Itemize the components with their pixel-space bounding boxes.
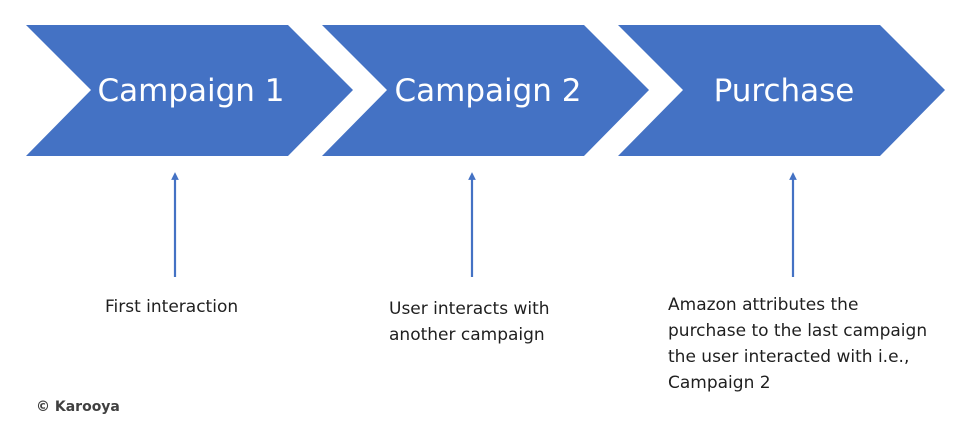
chevron-step-campaign-1: Campaign 1 [26,25,353,156]
chevron-step-campaign-2: Campaign 2 [322,25,649,156]
caption-line: the user interacted with i.e., [668,347,910,367]
chevron-step-purchase: Purchase [618,25,945,156]
step-label-purchase: Purchase [714,73,855,109]
caption-line: First interaction [105,297,239,317]
step-label-campaign-2: Campaign 2 [394,73,581,109]
copyright-notice: © Karooya [36,399,120,415]
caption-first-interaction: First interaction [105,294,238,320]
step-label-campaign-1: Campaign 1 [97,73,284,109]
caption-line: purchase to the last campaign [668,321,928,341]
caption-second-interaction: User interacts with another campaign [389,296,550,348]
chevron-shape [322,25,649,156]
caption-line: another campaign [389,325,545,345]
chevron-shape [26,25,353,156]
chevron-shape [618,25,945,156]
caption-line: Amazon attributes the [668,295,859,315]
caption-line: Campaign 2 [668,373,771,393]
caption-purchase-attribution: Amazon attributes the purchase to the la… [668,292,927,396]
caption-line: User interacts with [389,299,550,319]
